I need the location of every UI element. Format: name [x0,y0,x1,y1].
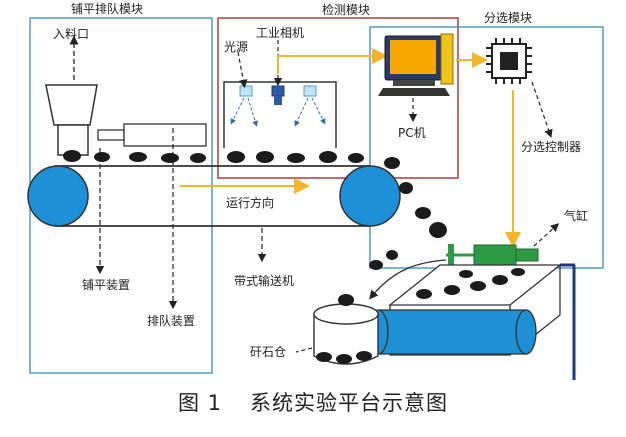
industrial-camera-label: 工业相机 [256,26,305,40]
belt-conveyor [27,165,401,227]
spreading-module-title: 铺平排队模块 [71,2,144,16]
belt-conveyor-label: 带式输送机 [234,274,295,288]
figure-number: 图 1 [177,391,223,415]
light-source-leader [237,51,248,89]
cylinder-leader [533,223,560,247]
pc-computer-icon [378,33,454,96]
detection-module-title: 检测模块 [322,3,371,17]
pc-label: PC机 [398,126,426,140]
sorting-controller-chip-icon [486,38,532,84]
feed-hopper [45,84,98,156]
sorting-module-title: 分选模块 [484,11,533,25]
sorting-controller-label: 分选控制器 [521,140,582,154]
run-direction-label: 运行方向 [226,196,275,210]
gangue-bin-leader [295,347,313,353]
detection-module-frame [217,17,459,179]
camera-to-pc-signal [277,48,388,74]
figure-title: 系统实验平台示意图 [250,391,449,415]
air-cylinder [446,244,539,266]
gangue-bin-label: 矸石仓 [250,345,287,359]
light-hood [223,81,337,148]
cylinder-label: 气缸 [564,209,589,223]
gangue-bin [313,294,379,365]
feed-inlet-label: 入料口 [53,27,90,41]
coal-pieces [63,150,447,270]
light-source-label: 光源 [224,40,249,54]
spreading-device-shape [97,123,207,147]
ejection-path [369,259,447,300]
spreading-device-label: 铺平装置 [82,278,131,292]
figure-caption: 图 1 系统实验平台示意图 [0,390,626,416]
queuing-device-label: 排队装置 [147,314,196,328]
controller-leader [531,81,553,138]
second-conveyor [367,263,576,380]
